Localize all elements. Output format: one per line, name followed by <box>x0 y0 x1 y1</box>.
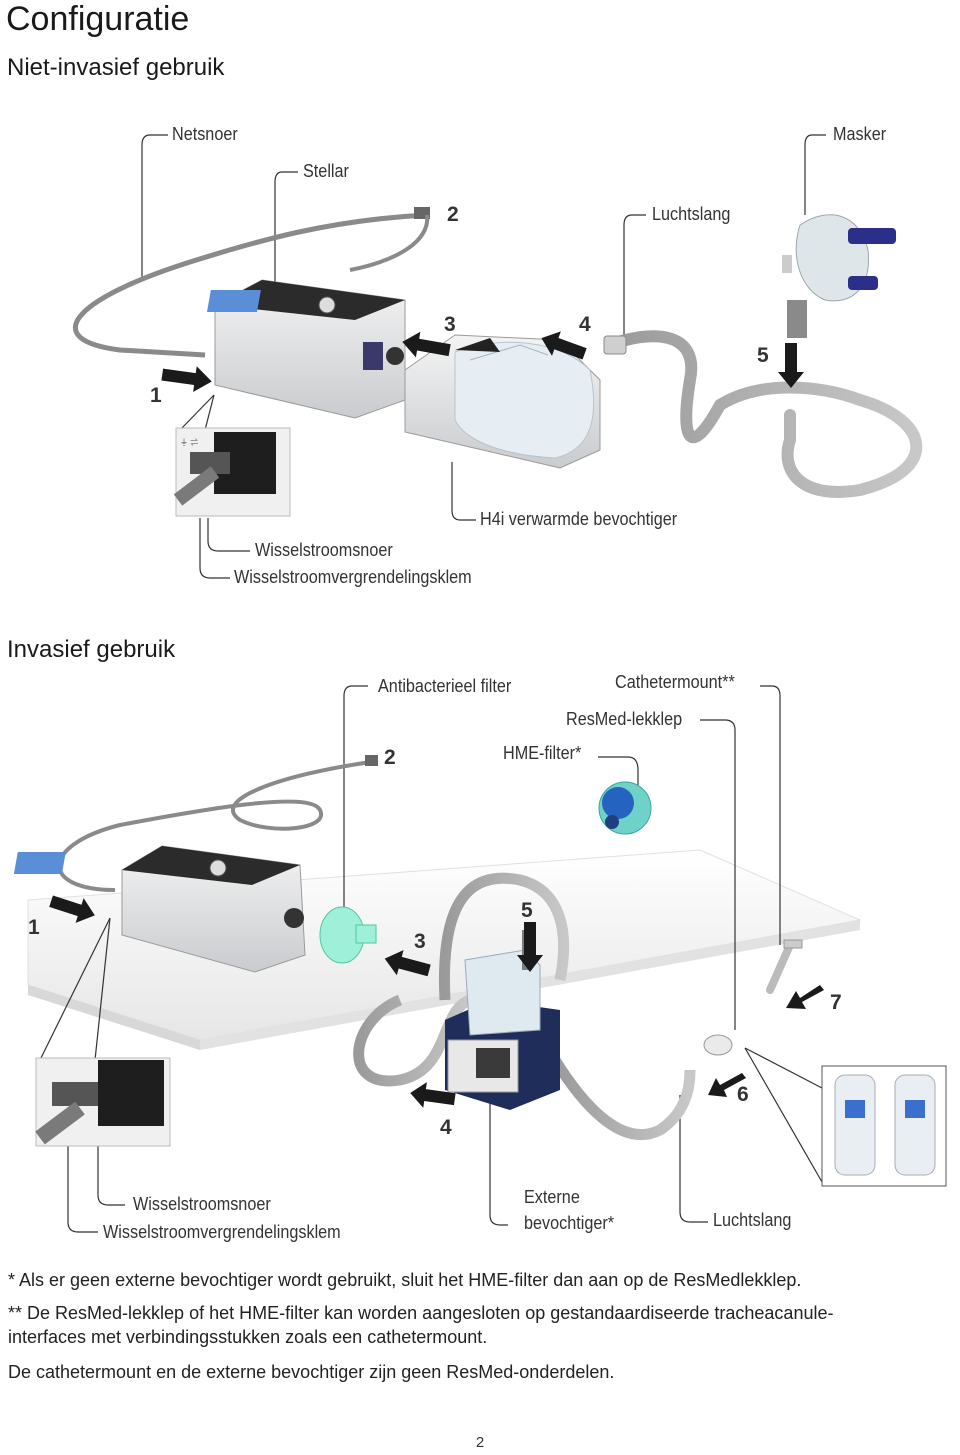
callout-lines-section1 <box>141 134 826 579</box>
label-netsnoer: Netsnoer <box>172 124 238 144</box>
tube-loop <box>438 872 570 1001</box>
catheter-mount <box>766 939 803 994</box>
svg-text:⏚ ⇌: ⏚ ⇌ <box>180 438 198 447</box>
label-externe-line1: Externe <box>524 1187 580 1207</box>
callout-number-3-inv: 3 <box>414 930 426 953</box>
h4i-humidifier <box>404 334 601 469</box>
callout-number-1-inv: 1 <box>28 916 40 939</box>
power-cord <box>73 212 428 358</box>
ac-plug-inset: ⏚ ⇌ <box>173 427 291 517</box>
label-luchtslang: Luchtslang <box>652 204 731 224</box>
resmed-leak-valve <box>703 1034 733 1056</box>
callout-lines-section2 <box>39 685 823 1233</box>
callout-number-3: 3 <box>444 313 456 336</box>
callout-number-1: 1 <box>150 384 162 407</box>
label-externe-line2: bevochtiger* <box>524 1213 615 1233</box>
tube-connector <box>603 335 627 355</box>
callout-number-5-inv: 5 <box>521 899 533 922</box>
footnote-1: * Als er geen externe bevochtiger wordt … <box>8 1270 802 1290</box>
mask <box>782 214 896 338</box>
callout-number-2-inv: 2 <box>384 746 396 769</box>
label-cathetermount: Cathetermount** <box>615 672 735 692</box>
callout-number-4-inv: 4 <box>440 1116 452 1139</box>
label-wisselstroomsnoer-2: Wisselstroomsnoer <box>133 1194 271 1214</box>
label-antibacterieel: Antibacterieel filter <box>378 676 512 696</box>
section-heading-invasive: Invasief gebruik <box>7 636 176 663</box>
footnote-2-line1: ** De ResMed-lekklep of het HME-filter k… <box>8 1303 834 1323</box>
section-heading-non-invasive: Niet-invasief gebruik <box>7 54 225 81</box>
stellar-device-2 <box>13 845 306 973</box>
label-hme: HME-filter* <box>503 743 582 763</box>
antibacterial-filter <box>319 906 377 964</box>
callout-number-4: 4 <box>579 313 591 336</box>
arrows-section1 <box>161 331 804 392</box>
leak-valve-inset <box>821 1065 947 1187</box>
label-masker: Masker <box>833 124 887 144</box>
stellar-device <box>206 279 406 419</box>
label-h4i: H4i verwarmde bevochtiger <box>480 509 678 529</box>
callout-number-7-inv: 7 <box>830 991 842 1014</box>
footnote-3: De cathetermount en de externe bevochtig… <box>8 1362 615 1382</box>
hme-filter <box>598 781 652 835</box>
callout-number-5: 5 <box>757 344 769 367</box>
label-klem: Wisselstroomvergrendelingsklem <box>234 567 472 587</box>
label-stellar: Stellar <box>303 161 349 181</box>
arrows-section2 <box>49 895 824 1108</box>
page-number: 2 <box>475 1434 485 1451</box>
label-wisselstroomsnoer: Wisselstroomsnoer <box>255 540 393 560</box>
label-lekklep: ResMed-lekklep <box>566 709 683 729</box>
tube-right <box>550 1057 696 1141</box>
air-tube <box>604 330 923 498</box>
footnote-2-line2: interfaces met verbindingsstukken zoals … <box>8 1327 488 1347</box>
page-title: Configuratie <box>6 0 190 38</box>
callout-number-6-inv: 6 <box>737 1083 749 1106</box>
label-luchtslang-2: Luchtslang <box>713 1210 792 1230</box>
ac-plug-inset-2 <box>35 1057 171 1147</box>
callout-number-2: 2 <box>447 203 459 226</box>
label-klem-2: Wisselstroomvergrendelingsklem <box>103 1222 341 1242</box>
